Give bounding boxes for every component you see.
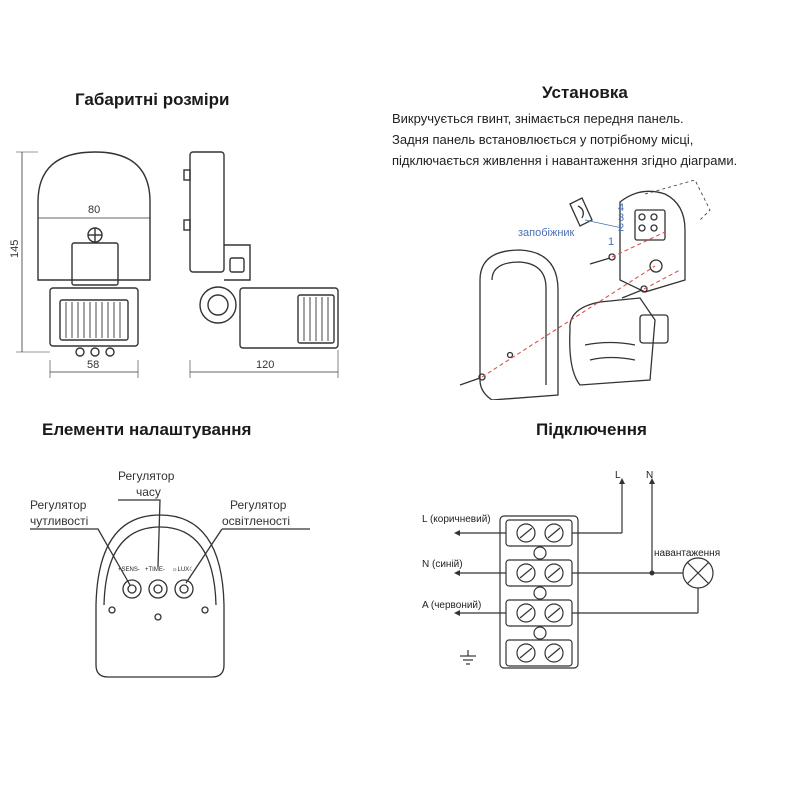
dim-side: 120 (256, 359, 274, 371)
terminal-2: 2 (618, 222, 624, 234)
back-plate (619, 190, 686, 293)
top-label-L: L (615, 470, 621, 481)
sens-mark: +SENS- (118, 567, 140, 573)
wire-label-A: A (червоний) (422, 600, 481, 611)
install-sensor-head (569, 297, 656, 386)
lux-knob-icon (174, 579, 194, 599)
dimensions-drawing: 80 145 58 120 (9, 151, 339, 378)
install-line-2: Задня панель встановлюється у потрібному… (392, 132, 694, 147)
time-label-1: Регулятор (118, 469, 175, 483)
lux-label-1: Регулятор (230, 498, 287, 512)
terminal-row-1 (505, 519, 573, 547)
settings-drawing: Регулятор чутливості Регулятор часу Регу… (30, 469, 310, 678)
settings-body (95, 514, 225, 678)
wiring-drawing: L (коричневий) N (синій) A (червоний) L … (422, 470, 720, 669)
front-socket (71, 242, 119, 286)
top-label-N: N (646, 470, 653, 481)
install-line-1: Викручується гвинт, знімається передня п… (392, 111, 684, 126)
side-sensor-head (239, 287, 339, 349)
dimensions-title: Габаритні розміри (75, 90, 230, 109)
wire-label-N: N (синій) (422, 559, 463, 570)
ground-icon (460, 650, 476, 665)
bottom-screw (459, 377, 481, 386)
install-line-3: підключається живлення і навантаження зг… (392, 153, 738, 168)
dim-height: 145 (9, 240, 21, 258)
terminal-1: 1 (608, 236, 614, 248)
install-drawing: запобіжник 4 3 2 1 (459, 180, 711, 400)
sens-knob-icon (122, 579, 142, 599)
wiring-title: Підключення (536, 420, 647, 439)
top-screw (589, 257, 611, 265)
terminal-row-4 (505, 639, 573, 667)
front-sensor-head (49, 287, 139, 347)
dim-bottom: 58 (87, 359, 99, 371)
front-body (37, 151, 151, 281)
settings-title: Елементи налаштування (42, 420, 252, 439)
side-plate (189, 151, 225, 273)
dim-width-front: 80 (88, 204, 100, 216)
middle-screw (621, 289, 643, 299)
fuse-label: запобіжник (518, 227, 575, 239)
time-label-2: часу (136, 485, 161, 499)
front-cover (479, 249, 559, 400)
terminal-4: 4 (618, 202, 624, 214)
install-instructions: Викручується гвинт, знімається передня п… (392, 108, 737, 171)
terminal-block (499, 515, 579, 669)
side-swivel (199, 286, 237, 324)
wire-label-L: L (коричневий) (422, 514, 491, 525)
lux-label-2: освітленості (222, 514, 290, 528)
sensitivity-label-1: Регулятор (30, 498, 87, 512)
terminal-row-3 (505, 599, 573, 627)
load-label: навантаження (654, 548, 720, 559)
install-title: Установка (542, 83, 628, 102)
terminal-3: 3 (618, 212, 624, 224)
sensitivity-label-2: чутливості (30, 514, 88, 528)
time-knob-icon (148, 579, 168, 599)
fuse-icon (569, 197, 593, 227)
lux-mark: ☼LUX☾ (172, 566, 195, 573)
back-screw (649, 259, 663, 273)
time-mark: +TIME- (145, 567, 165, 573)
terminal-row-2 (505, 559, 573, 587)
